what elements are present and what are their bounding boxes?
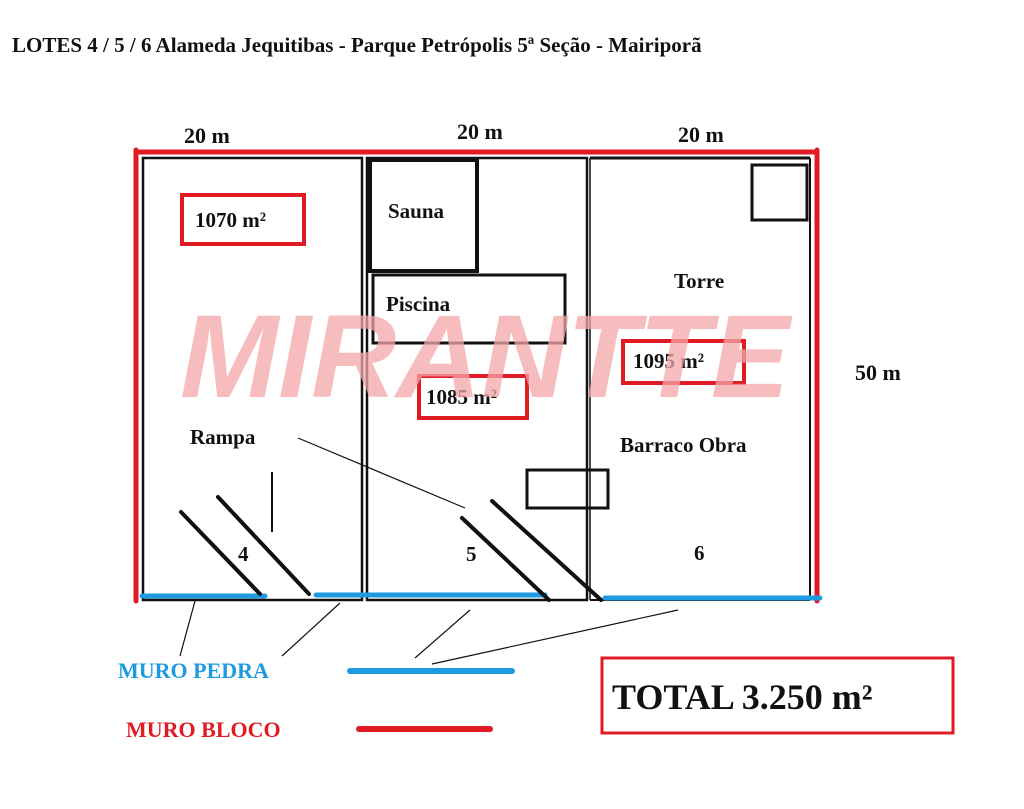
lot4-number: 4: [238, 542, 249, 566]
block-walls: [133, 147, 820, 604]
ramp-lot4-b: [216, 495, 311, 596]
tower-label: Torre: [674, 269, 724, 293]
pool-label: Piscina: [386, 292, 451, 316]
lot6-area: 1095 m²: [633, 349, 704, 373]
leader-2: [281, 602, 341, 657]
lot5-area-box: [417, 374, 529, 420]
lot5-width-label: 20 m: [457, 119, 503, 144]
leader-3: [414, 609, 471, 659]
legend-block-wall-label: MURO BLOCO: [126, 717, 281, 742]
lot4-area: 1070 m²: [195, 208, 266, 232]
lot4-width-label: 20 m: [184, 123, 230, 148]
site-shed-label: Barraco Obra: [620, 433, 747, 457]
ramp-leader-lot5: [297, 437, 466, 509]
ramp-label: Rampa: [190, 425, 256, 449]
total-label: TOTAL 3.250 m²: [612, 677, 873, 717]
total-box: [600, 656, 955, 735]
lot5-area: 1085 m²: [426, 385, 497, 409]
leader-4: [431, 609, 679, 665]
legend-leaders: [179, 600, 679, 665]
lot4-outline: [141, 156, 364, 602]
watermark: MIRANTTE: [180, 291, 793, 423]
ramp-lot4-a: [179, 510, 262, 596]
sauna-label: Sauna: [388, 199, 445, 223]
lot6-number: 6: [694, 541, 705, 565]
site-shed-box: [525, 468, 610, 510]
tower-box: [750, 163, 809, 222]
lot6-area-box: [621, 339, 746, 385]
depth-label: 50 m: [855, 360, 901, 385]
lot4-area-box: [180, 193, 306, 246]
ramp-leaders: [271, 437, 466, 532]
pool-box: [371, 273, 567, 345]
legend-stone-wall-label: MURO PEDRA: [118, 658, 269, 683]
ramp-lot5-b: [490, 499, 603, 602]
ramps: [179, 495, 603, 602]
title: LOTES 4 / 5 / 6 Alameda Jequitibas - Par…: [12, 33, 702, 57]
ramp-lot5-a: [460, 516, 551, 602]
leader-1: [179, 600, 196, 657]
lot6-width-label: 20 m: [678, 122, 724, 147]
stone-walls: [139, 592, 823, 601]
lot5-number: 5: [466, 542, 477, 566]
sauna-box: [368, 158, 479, 273]
